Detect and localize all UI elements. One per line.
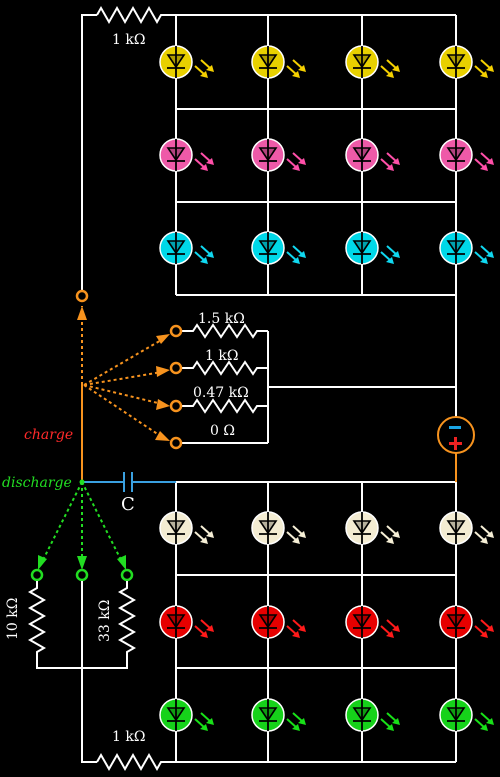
led-cyan — [251, 231, 306, 265]
led-white — [159, 511, 214, 545]
led-pink — [345, 138, 400, 172]
top-resistor-label: 1 kΩ — [112, 32, 145, 48]
top-resistor-circuit — [81, 5, 176, 290]
selector-terminal-4[interactable] — [169, 436, 183, 450]
selector-label-2: 1 kΩ — [205, 348, 238, 364]
selector-label-3: 0.47 kΩ — [193, 385, 249, 401]
capacitor-label: C — [121, 494, 135, 515]
top-resistor — [96, 5, 176, 25]
led-red — [345, 605, 400, 639]
led-yellow — [439, 45, 494, 79]
selector-resistor-bank — [182, 295, 457, 444]
led-cyan — [159, 231, 214, 265]
bottom-grid-wires — [175, 481, 457, 763]
bottom-resistor-label: 1 kΩ — [112, 729, 145, 745]
discharge-terminal-10k[interactable] — [30, 568, 44, 582]
led-green — [439, 698, 494, 732]
capacitor — [82, 472, 176, 492]
top-grid-wires — [175, 14, 457, 296]
resistor-33k-label: 33 kΩ — [97, 600, 113, 642]
led-cyan — [345, 231, 400, 265]
led-pink — [159, 138, 214, 172]
battery — [437, 416, 475, 482]
charge-switch — [75, 289, 183, 482]
led-yellow — [159, 45, 214, 79]
led-pink — [439, 138, 494, 172]
led-white — [251, 511, 306, 545]
discharge-switch: discharge — [2, 475, 134, 582]
led-red — [251, 605, 306, 639]
led-yellow — [251, 45, 306, 79]
discharge-resistors — [27, 581, 137, 669]
discharge-terminal-33k[interactable] — [120, 568, 134, 582]
led-pink — [251, 138, 306, 172]
charge-label: charge — [24, 427, 73, 443]
selector-label-4: 0 Ω — [210, 423, 235, 439]
selector-label-1: 1.5 kΩ — [198, 311, 245, 327]
led-yellow — [345, 45, 400, 79]
led-cyan — [439, 231, 494, 265]
led-red — [159, 605, 214, 639]
led-green — [251, 698, 306, 732]
led-green — [345, 698, 400, 732]
selector-terminal-1[interactable] — [169, 324, 183, 338]
discharge-terminal-direct[interactable] — [75, 568, 89, 582]
battery-plus-sign — [449, 437, 462, 450]
charge-terminal-top[interactable] — [75, 289, 89, 303]
led-array — [159, 45, 494, 732]
led-white — [439, 511, 494, 545]
bottom-resistor-circuit — [81, 668, 176, 772]
discharge-label: discharge — [2, 475, 72, 491]
battery-minus-sign — [449, 426, 461, 429]
led-red — [439, 605, 494, 639]
selector-terminal-3[interactable] — [169, 399, 183, 413]
bottom-resistor — [96, 752, 176, 772]
selector-terminal-2[interactable] — [169, 361, 183, 375]
led-white — [345, 511, 400, 545]
resistor-10k-label: 10 kΩ — [5, 598, 21, 640]
led-green — [159, 698, 214, 732]
